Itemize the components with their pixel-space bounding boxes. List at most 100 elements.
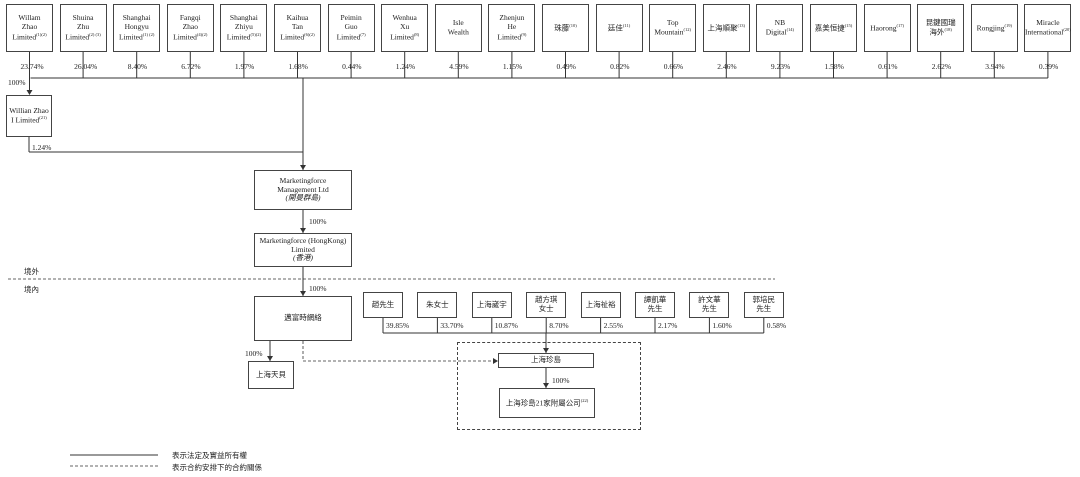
william-sub-box: Willian Zhao I Limited(21) [6,95,52,137]
wfoe-in-pct: 100% [309,284,327,293]
domestic-holder-box: 上海崴宇 [471,292,512,318]
opco-arrow [543,348,549,353]
shareholder-name: 上海順聚 [707,23,738,33]
shareholder-name: Shanghai Hongyu Limited [119,13,151,42]
opco-subs-pct: 100% [552,376,570,385]
domestic-holder-name: 譚凱華 先生 [643,295,667,313]
shareholder-pct: 0.39% [1038,62,1059,71]
domestic-holder-pct: 39.85% [386,321,410,330]
shareholder-name: Isle Wealth [447,17,469,37]
domestic-holder-name: 許文華 先生 [698,295,721,313]
shareholder-pct: 0.66% [663,62,684,71]
hk-arrow [300,228,306,233]
william-sub-note: (21) [39,115,47,121]
shareholder-box: 昆鍵國瑞 海外(18) [917,4,965,52]
domestic-holder-pct: 2.17% [658,321,678,330]
domestic-holder-pct: 10.87% [494,321,518,330]
shareholder-pct: 23.74% [20,62,44,71]
shareholder-name: Fangqi Zhao Limited [173,13,201,42]
offshore-label: 境外 [24,267,39,276]
domestic-holder-box: 趙先生 [363,292,403,318]
shareholder-pct: 8.40% [127,62,148,71]
wfoe-arrow [300,291,306,296]
domestic-holder-pct: 0.58% [766,321,787,330]
william-arrow [26,90,33,95]
wfoe-box: 邁富時網絡 [254,296,352,341]
domestic-holder-name: 趙先生 [371,299,395,309]
shareholder-note: (7) [360,31,366,37]
wfoe-name: 邁富時網絡 [284,313,322,323]
marketingforce-cayman-box: Marketingforce Management Ltd(開曼群島) [254,170,352,210]
shareholder-box: Fangqi Zhao Limited(4)(2) [166,4,214,52]
shareholder-box: Shanghai Zhiyu Limited(5)(2) [220,4,268,52]
shareholder-box: 上海順聚(13) [702,4,750,52]
shareholder-pct: 2.46% [717,62,737,71]
shareholder-name: Peimin Guo Limited [336,13,362,42]
shareholder-box: Rongjing(19) [970,4,1018,52]
shareholder-name: Shuina Zhu Limited [65,13,94,42]
shareholder-name: 嘉美恒捷 [814,23,845,33]
shareholder-pct: 0.61% [878,62,898,71]
shareholder-note: (17) [896,22,904,28]
shareholder-pct: 1.24% [395,62,416,71]
shareholder-box: 嘉美恒捷(15) [810,4,857,52]
domestic-holder-pct: 8.70% [549,321,569,330]
shareholder-pct: 1.58% [824,62,844,71]
shareholder-note: (14) [786,27,795,33]
shareholder-box: 珠藤(10) [542,4,589,52]
subs-arrow [543,383,549,388]
shareholder-pct: 0.44% [342,62,362,71]
domestic-holder-box: 譚凱華 先生 [635,292,675,318]
shareholder-box: Shanghai Hongyu Limited(1) (2) [113,4,161,52]
william-sub-out-pct: 1.24% [32,143,52,152]
mf-arrow [300,165,306,170]
shareholder-name: 昆鍵國瑞 海外 [925,17,956,37]
shareholder-box: Willam Zhao Limited(1)(2) [6,4,53,52]
domestic-holder-box: 許文華 先生 [689,292,730,318]
shareholder-box: Shuina Zhu Limited(2) (3) [59,4,107,52]
shareholder-name: Miracle International [1024,17,1064,37]
domestic-holder-name: 朱女士 [426,299,449,309]
domestic-holder-box: 上海祉裕 [580,292,621,318]
shareholder-name: NB Digital [765,17,787,37]
shareholder-name: Zhenjun He Limited [497,13,525,42]
shareholder-name: Kaihua Tan Limited [280,13,309,42]
domestic-holder-box: 朱女士 [417,292,458,318]
hk-name: Marketingforce (HongKong) Limited [259,236,347,254]
legend-solid-label: 表示法定及實益所有權 [172,451,247,460]
marketingforce-jurisdiction: (開曼群島) [285,193,321,203]
shareholder-box: Peimin Guo Limited(7) [327,4,375,52]
shareholder-note: (4)(2) [196,31,208,37]
hk-jurisdiction: (香港) [292,253,313,263]
domestic-holder-pct: 33.70% [440,321,464,330]
shareholder-name: 廷佳 [607,23,623,33]
domestic-holder-box: 郭培民 先生 [743,292,784,318]
opco-box: 上海珍島 [498,353,594,368]
shareholder-note: (2) (3) [89,31,101,37]
contract-arrow [493,358,498,364]
shareholder-note: (9) [521,31,527,37]
opco-subsidiaries-name: 上海珍島21家附屬公司 [505,398,581,408]
shareholder-pct: 1.97% [234,62,255,71]
shareholder-pct: 3.94% [985,62,1005,71]
contractual-arrangement-dashed-box [457,342,641,430]
shareholder-name: Willam Zhao Limited [12,13,41,42]
shareholder-box: Isle Wealth [434,4,482,52]
william-sub-name: Willian Zhao I Limited [9,105,49,125]
legend-dashed-label: 表示合約安排下的合約關係 [172,463,262,472]
shareholder-box: Wenhua Xu Limited(8) [381,4,429,52]
shareholder-pct: 4.59% [449,62,469,71]
shareholder-note: (12) [683,27,692,33]
domestic-holder-name: 上海崴宇 [476,299,507,309]
shareholder-pct: 6.72% [181,62,201,71]
shareholder-box: Miracle International(20) [1024,4,1072,52]
shareholder-pct: 9.23% [770,62,791,71]
tianbei-name: 上海天貝 [256,369,286,379]
shareholder-pct: 2.62% [931,62,952,71]
shareholder-box: Zhenjun He Limited(9) [488,4,536,52]
shareholder-note: (19) [1004,22,1013,28]
onshore-label: 境內 [24,285,39,294]
shareholder-name: 珠藤 [554,23,570,33]
domestic-holder-name: 趙方琪 女士 [534,295,558,313]
